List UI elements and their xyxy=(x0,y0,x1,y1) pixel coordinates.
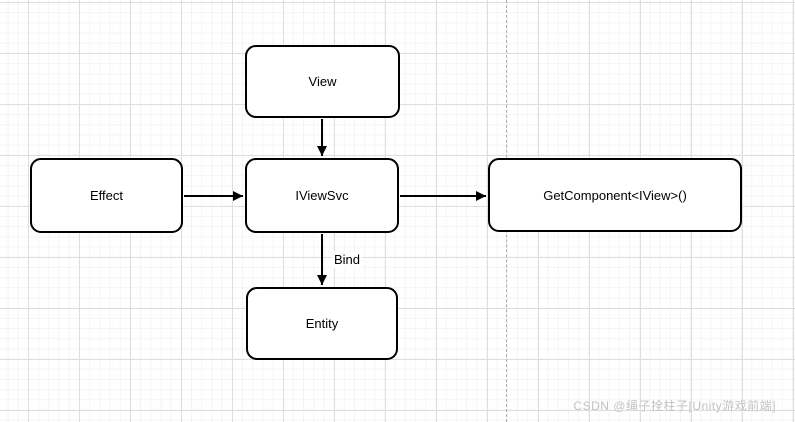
edge-label-bind[interactable]: Bind xyxy=(332,251,363,268)
node-getcomponent-label: GetComponent<IView>() xyxy=(543,187,687,203)
node-entity[interactable]: Entity xyxy=(246,287,398,360)
csdn-watermark: CSDN @绳子拴柱子[Unity游戏前端] xyxy=(573,399,776,413)
node-iviewsvc-label: IViewSvc xyxy=(295,188,349,203)
node-effect[interactable]: Effect xyxy=(30,158,183,233)
node-view-label: View xyxy=(308,74,337,89)
node-iviewsvc[interactable]: IViewSvc xyxy=(245,158,399,233)
node-entity-label: Entity xyxy=(305,316,339,331)
node-getcomponent[interactable]: GetComponent<IView>() xyxy=(488,158,742,232)
node-effect-label: Effect xyxy=(89,188,123,203)
node-view[interactable]: View xyxy=(245,45,400,118)
